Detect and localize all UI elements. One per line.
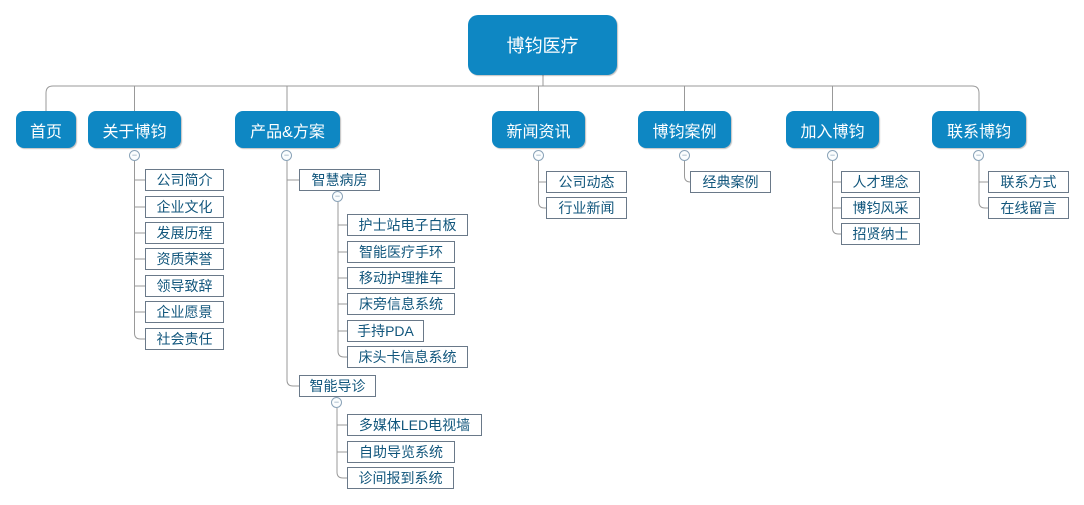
connector [337,202,347,358]
collapse-icon[interactable]: − [679,150,690,161]
node-handheld-pda[interactable]: 手持PDA [347,320,424,342]
node-multimedia-led-tv-wall[interactable]: 多媒体LED电视墙 [347,414,482,436]
node-cases[interactable]: 博钧案例 [638,111,731,148]
connector [134,161,145,340]
node-bedhead-card-info-system[interactable]: 床头卡信息系统 [347,346,468,368]
node-talent-philosophy[interactable]: 人才理念 [841,171,920,193]
collapse-icon[interactable]: − [533,150,544,161]
collapse-icon[interactable]: − [973,150,984,161]
connector [336,408,347,479]
connector [45,85,980,111]
node-nurse-station-whiteboard[interactable]: 护士站电子白板 [347,214,468,236]
collapse-icon[interactable]: − [332,191,343,202]
node-company-profile[interactable]: 公司简介 [145,169,224,191]
collapse-icon[interactable]: − [827,150,838,161]
collapse-icon[interactable]: − [331,397,342,408]
node-online-message[interactable]: 在线留言 [988,197,1069,219]
node-home[interactable]: 首页 [16,111,76,148]
node-clinic-checkin-system[interactable]: 诊间报到系统 [347,467,454,489]
node-recruitment[interactable]: 招贤纳士 [841,223,920,245]
node-industry-news[interactable]: 行业新闻 [546,197,627,219]
collapse-icon[interactable]: − [281,150,292,161]
node-self-service-guide-system[interactable]: 自助导览系统 [347,441,455,463]
node-corporate-vision[interactable]: 企业愿景 [145,301,224,323]
node-contact[interactable]: 联系博钧 [932,111,1026,148]
node-leader-speech[interactable]: 领导致辞 [145,275,224,297]
node-social-responsibility[interactable]: 社会责任 [145,328,224,350]
node-contact-info[interactable]: 联系方式 [988,171,1069,193]
collapse-icon[interactable]: − [129,150,140,161]
node-products[interactable]: 产品&方案 [235,111,340,148]
node-about[interactable]: 关于博钧 [88,111,181,148]
node-join[interactable]: 加入博钧 [786,111,879,148]
node-news[interactable]: 新闻资讯 [492,111,585,148]
connector [538,161,546,209]
connector [286,161,299,387]
connector [978,161,988,209]
node-smart-medical-wristband[interactable]: 智能医疗手环 [347,241,455,263]
node-bedside-info-system[interactable]: 床旁信息系统 [347,293,455,315]
node-corporate-culture[interactable]: 企业文化 [145,196,224,218]
node-classic-cases[interactable]: 经典案例 [690,171,771,193]
connector [684,161,691,183]
node-qualifications-honors[interactable]: 资质荣誉 [145,248,224,270]
root-node-bojun-medical[interactable]: 博钧医疗 [468,15,617,75]
node-development-history[interactable]: 发展历程 [145,222,224,244]
node-smart-guidance[interactable]: 智能导诊 [299,375,376,397]
node-mobile-nursing-cart[interactable]: 移动护理推车 [347,267,455,289]
node-bojun-style[interactable]: 博钧风采 [841,197,920,219]
connector [832,161,841,235]
node-company-news[interactable]: 公司动态 [546,171,627,193]
node-smart-ward[interactable]: 智慧病房 [299,169,380,191]
